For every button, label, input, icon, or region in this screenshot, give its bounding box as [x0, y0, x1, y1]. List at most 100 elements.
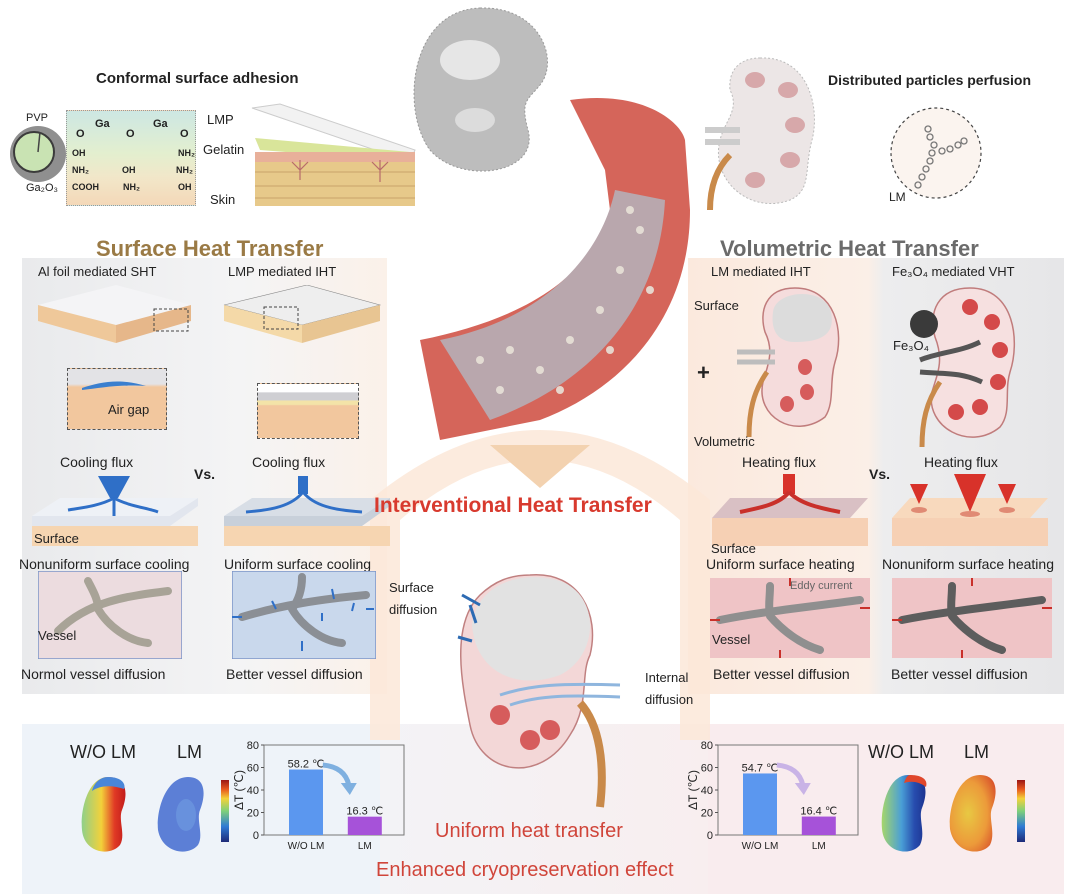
internal-diffusion-label-2: diffusion [645, 692, 694, 707]
ga-label: Ga [153, 118, 168, 130]
lmp-coated-kidney [413, 7, 548, 172]
thermal-map-wo-lm-left [81, 777, 126, 852]
data-label: 54.7 ℃ [742, 762, 779, 774]
vessel-label-1: Vessel [38, 628, 77, 643]
plot-frame [263, 744, 405, 836]
skin-layers-illustration [251, 103, 416, 206]
nonuniform-heating-illustration [892, 474, 1048, 546]
heating-flux-label-1: Heating flux [742, 454, 816, 470]
lmp-heading: LMP mediated IHT [228, 264, 337, 279]
map-label-lm-left: LM [177, 742, 203, 762]
surface-tag: Surface [694, 298, 739, 313]
bar-wolm [743, 773, 777, 835]
decrease-arrowhead-icon [340, 783, 357, 795]
air-gap-inset [67, 368, 167, 430]
x-tick-label: LM [812, 841, 826, 852]
lm-kidney-illustration [737, 287, 840, 438]
heating-arrow-icon [954, 474, 986, 512]
heating-flux-label-2: Heating flux [924, 454, 998, 470]
cooling-arrow-icon [98, 476, 130, 498]
uniform-heating-illustration [712, 474, 868, 546]
nonuniform-cooling-illustration [32, 476, 198, 546]
better-vessel-caption-fe3o4: Better vessel diffusion [891, 666, 1028, 682]
plus-icon: + [697, 360, 710, 385]
colorbar-right [1017, 780, 1025, 842]
vessel-label-2: Vessel [712, 632, 751, 647]
map-label-wo-lm-right: W/O LM [868, 742, 934, 762]
bar-lm [347, 816, 382, 835]
thermal-map-wo-lm-right [881, 775, 927, 852]
normal-vessel-caption: Normol vessel diffusion [21, 666, 166, 682]
oh-label: OH [122, 165, 136, 175]
nonuniform-heating-caption: Nonuniform surface heating [882, 556, 1054, 572]
data-label: 58.2 ℃ [288, 759, 325, 771]
nh2-label: NH₂ [123, 182, 140, 192]
skin-layer-label: Skin [210, 192, 236, 207]
y-tick-label: 40 [247, 785, 259, 797]
pvp-label: PVP [26, 112, 49, 124]
volumetric-vs-label: Vs. [869, 466, 891, 482]
uniform-heating-caption: Uniform surface heating [706, 556, 855, 572]
nh2-label: NH₂ [178, 148, 195, 158]
air-gap-shape [82, 381, 146, 390]
cooling-arrow-icon [298, 476, 308, 494]
nh2-label: NH₂ [72, 165, 89, 175]
y-axis-label: ΔT (℃) [232, 770, 246, 810]
fe3o4-vht-heading: Fe₃O₄ mediated VHT [892, 264, 1015, 279]
surface-diffusion-label-1: Surface [389, 580, 434, 595]
cooling-flux-label-1: Cooling flux [60, 454, 134, 470]
uniform-cooling-illustration [224, 476, 390, 546]
blood-vessel-illustration [420, 98, 690, 440]
lm-particle-zoom-circle [890, 107, 982, 199]
uniform-heat-transfer-caption: Uniform heat transfer [435, 820, 623, 842]
volumetric-heat-transfer-title: Volumetric Heat Transfer [720, 236, 979, 261]
lmp-layer-label: LMP [207, 112, 234, 127]
interventional-kidney-illustration [457, 574, 621, 808]
interventional-heat-transfer-title: Interventional Heat Transfer [374, 494, 652, 517]
perfusion-title: Distributed particles perfusion [828, 72, 1032, 88]
down-arrow-icon [490, 445, 590, 488]
better-vessel-caption-cooling: Better vessel diffusion [226, 666, 363, 682]
nonuniform-cooling-caption: Nonuniform surface cooling [19, 556, 190, 572]
lm-vessel-heating-illustration [710, 578, 870, 658]
cooling-flux-label-2: Cooling flux [252, 454, 326, 470]
heating-arrow-icon [783, 474, 795, 494]
surface-vs-label: Vs. [194, 466, 216, 482]
better-vessel-cooling-illustration [232, 571, 376, 659]
al-foil-heading: Al foil mediated SHT [38, 264, 157, 279]
eddy-current-label: Eddy current [790, 580, 853, 592]
surface-diffusion-label-2: diffusion [389, 602, 438, 617]
data-label: 16.3 ℃ [346, 806, 383, 818]
fe3o4-kidney-illustration [910, 287, 1016, 448]
y-tick-label: 0 [253, 830, 259, 842]
volumetric-tag: Volumetric [694, 434, 755, 449]
internal-diffusion-label-1: Internal [645, 670, 689, 685]
y-tick-label: 60 [247, 763, 259, 775]
y-tick-label: 0 [707, 830, 713, 842]
nh2-label: NH₂ [176, 165, 193, 175]
ga-label: Ga [95, 118, 110, 130]
air-gap-label: Air gap [108, 402, 150, 417]
y-tick-label: 40 [701, 785, 713, 797]
conformal-title: Conformal surface adhesion [96, 70, 299, 87]
perfused-kidney-cross-section [705, 57, 815, 210]
x-tick-label: W/O LM [288, 841, 325, 852]
better-vessel-caption-lm: Better vessel diffusion [713, 666, 850, 682]
lm-iht-heading: LM mediated IHT [711, 264, 811, 279]
heating-arrow-icon [910, 484, 928, 504]
bar-wolm [289, 769, 323, 835]
lm-label: LM [889, 190, 906, 204]
gelatin-layer-label: Gelatin [203, 142, 245, 157]
al-foil-slab [38, 285, 191, 343]
y-tick-label: 20 [247, 808, 259, 820]
central-arc [370, 430, 710, 740]
decrease-arrowhead-icon [794, 783, 811, 795]
fe3o4-vessel-heating-illustration [892, 578, 1052, 658]
o-label: O [126, 128, 135, 140]
x-tick-label: W/O LM [742, 841, 779, 852]
thermal-map-lm-left [157, 777, 204, 852]
decrease-arrow-icon [776, 762, 806, 786]
fe3o4-tag: Fe₃O₄ [893, 338, 929, 353]
